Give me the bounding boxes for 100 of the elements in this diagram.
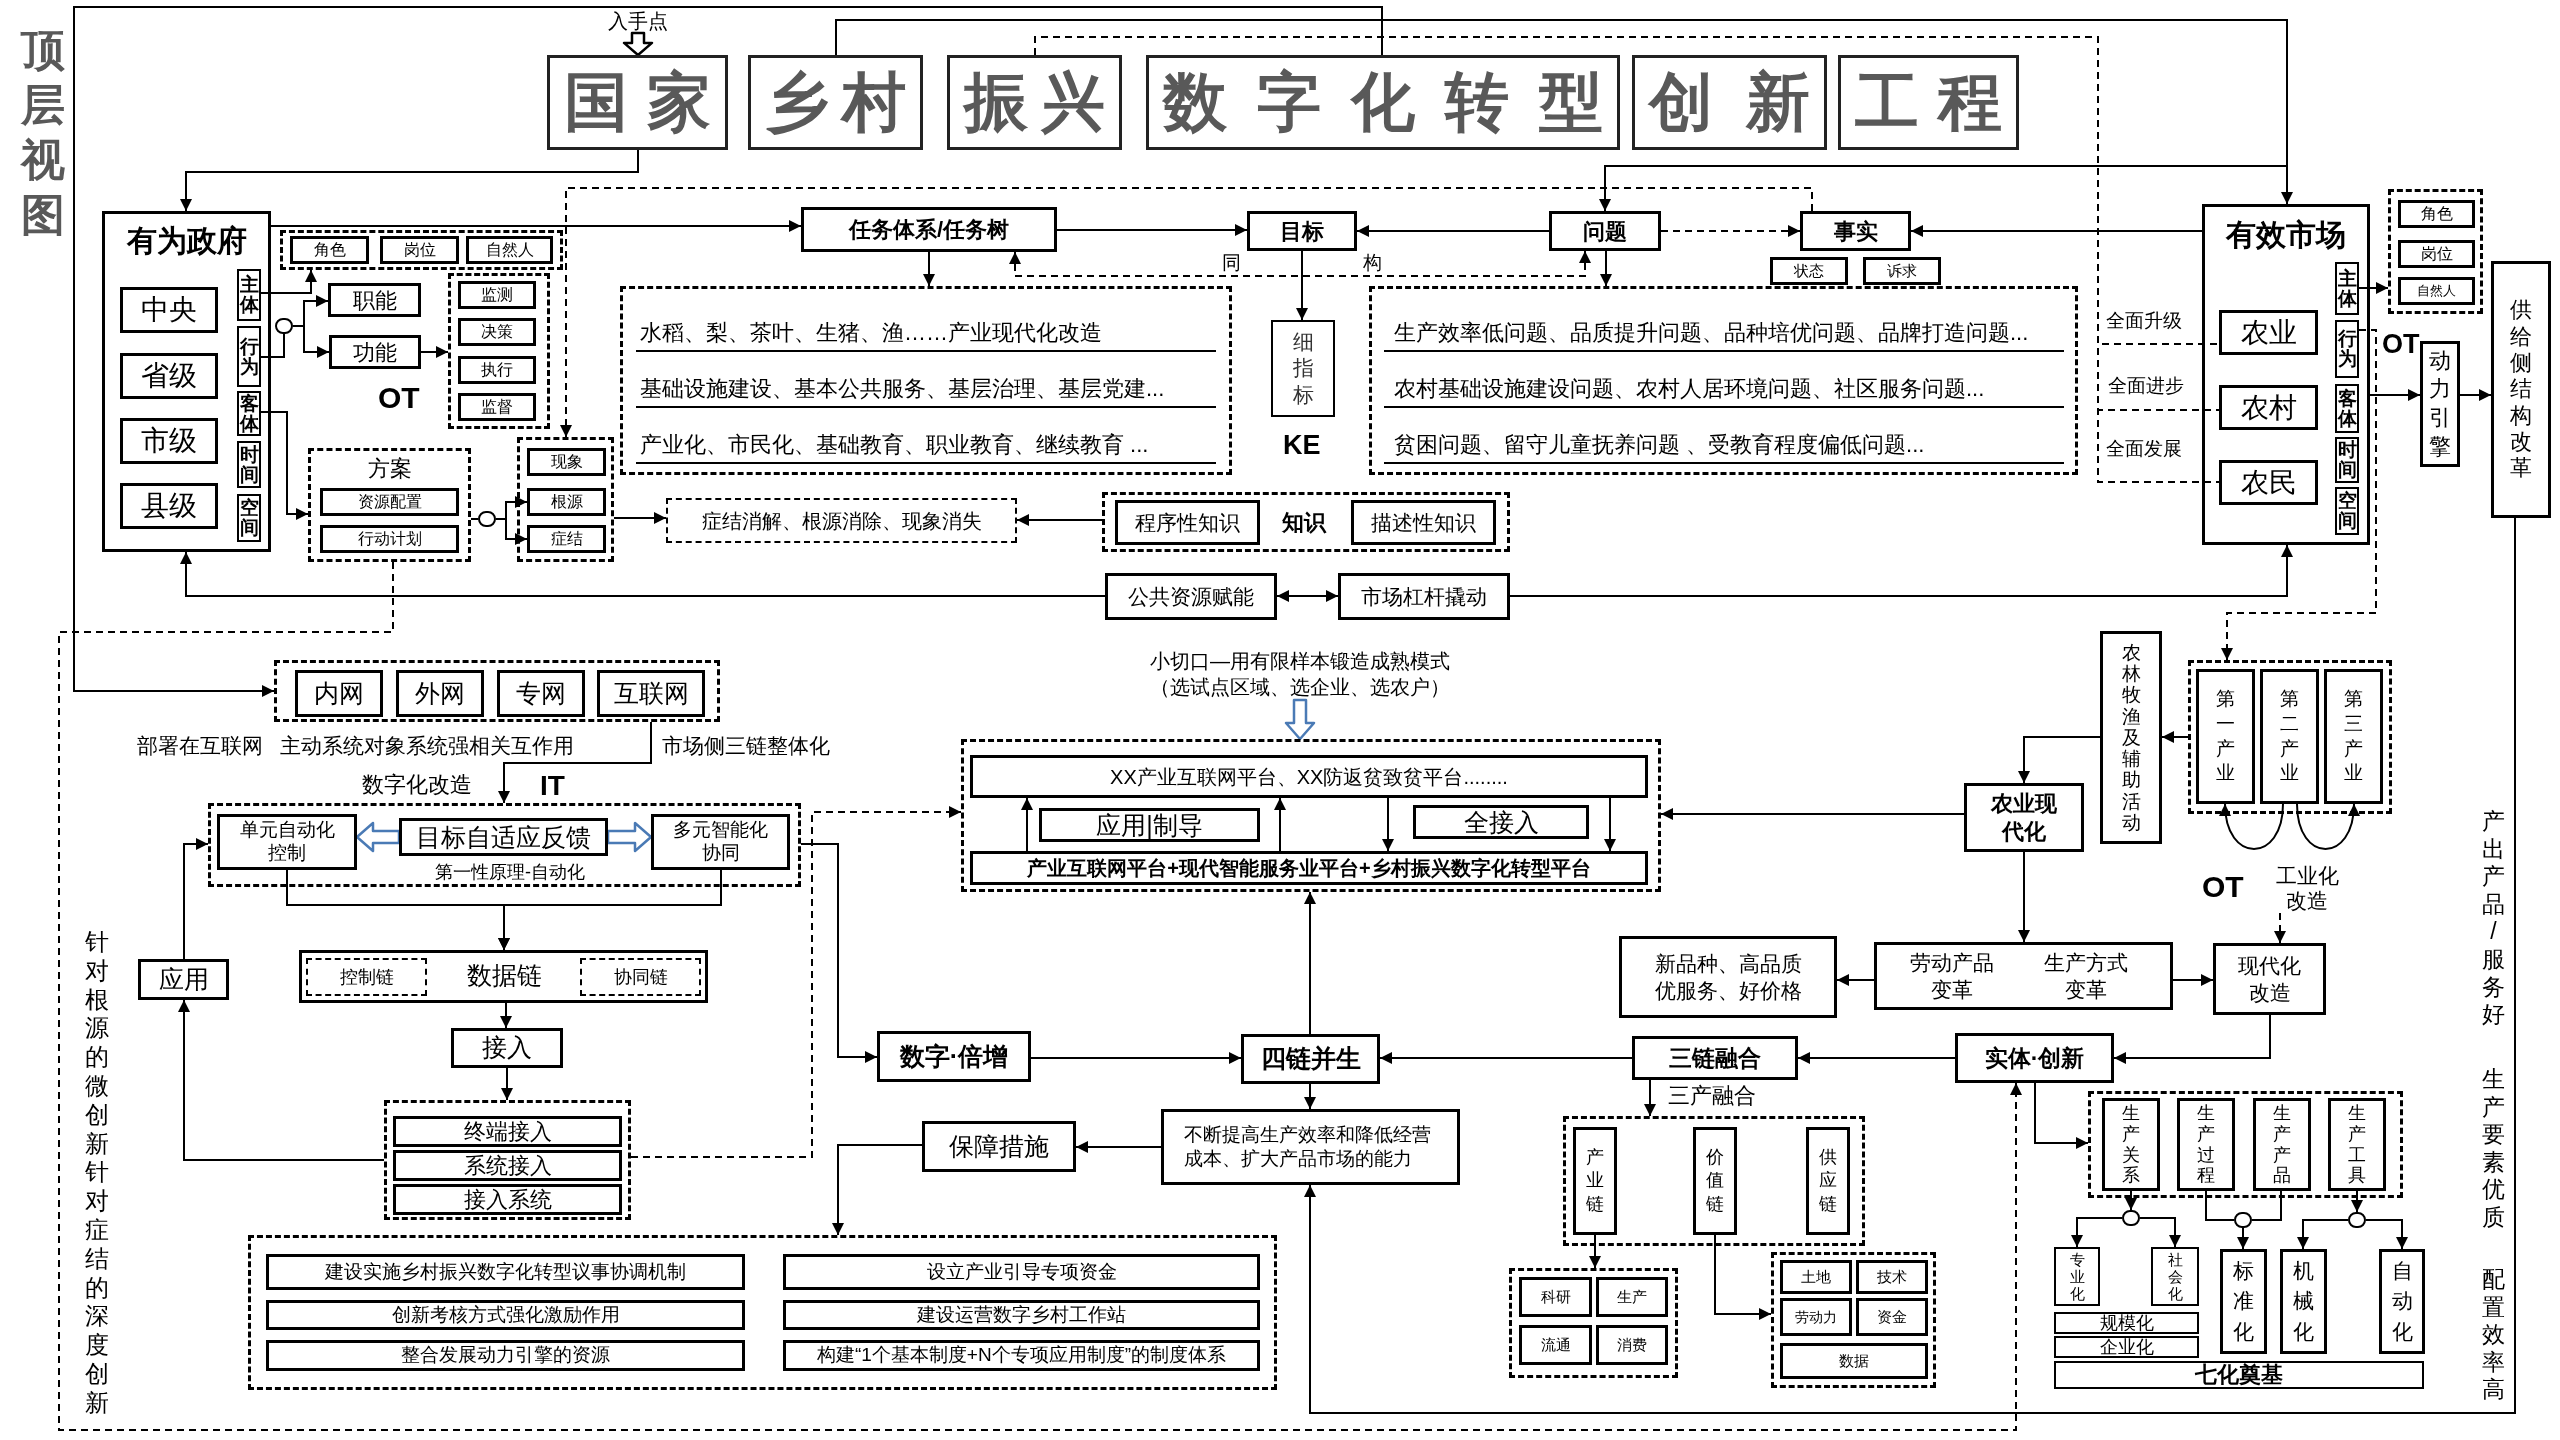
arrow [2365, 1219, 2408, 1250]
arrow [495, 518, 528, 545]
arrow [832, 1144, 923, 1236]
box-label: 生产方式变革 [2043, 949, 2129, 1003]
title-box: 乡村 [748, 55, 923, 150]
arrow [420, 346, 449, 358]
vertical-text: 机械化 [2293, 1257, 2314, 1345]
connector-line [260, 333, 285, 358]
arrow [1356, 225, 1550, 237]
vertical-text: 第三产业 [2344, 687, 2363, 786]
vertical-text: 动力引擎 [2429, 346, 2451, 461]
process-box: 自然人 [466, 236, 553, 264]
process-box: 现象 [527, 448, 606, 476]
process-box: 企业化 [2054, 1336, 2199, 1358]
title-box: 国家 [547, 55, 728, 150]
diagram-title: 顶层视图 [21, 24, 65, 241]
annotation-label: OT [378, 383, 420, 413]
arrow [183, 838, 209, 960]
vertical-text: 主体 [239, 275, 259, 315]
process-box: 流通 [1519, 1325, 1592, 1365]
process-box: 监测 [458, 281, 536, 309]
arrow [1379, 1052, 1633, 1064]
vertical-text: 行为 [2337, 329, 2357, 369]
arrow [1075, 1141, 1162, 1153]
process-box: 任务体系/任务树 [801, 207, 1057, 252]
vertical-text: 专业化 [2069, 1250, 2085, 1303]
process-box: 劳动力 [1780, 1298, 1852, 1336]
process-box: 整合发展动力引擎的资源 [266, 1340, 745, 1371]
process-box: 根源 [527, 488, 606, 516]
process-box: 中央 [120, 287, 218, 333]
process-box: 自然人 [2398, 277, 2475, 305]
vertical-text: 空间 [239, 498, 259, 538]
process-box: 设立产业引导专项资金 [783, 1254, 1260, 1290]
vertical-text-box [2335, 320, 2359, 378]
process-box: 问题 [1549, 211, 1661, 251]
process-box: 消费 [1596, 1325, 1668, 1365]
vertical-text-box [1693, 1127, 1737, 1235]
arrow [2369, 389, 2421, 401]
dashed-box: 症结消解、根源消除、现象消失 [666, 498, 1017, 543]
arrow [260, 411, 309, 520]
dashed-group-frame [2188, 660, 2392, 814]
arrow [500, 1002, 512, 1029]
vertical-text-box [2196, 669, 2255, 804]
process-box: 终端接入 [393, 1116, 622, 1147]
edge-label: 全面发展 [2106, 437, 2182, 460]
arrow [1660, 808, 1965, 820]
arrow [1836, 974, 1875, 986]
dashed-group-frame [308, 448, 471, 562]
list-item-text: 产业化、市民化、基础教育、职业教育、继续教育 ... [636, 428, 1216, 464]
process-box: 互联网 [597, 670, 705, 717]
vertical-text: 客体 [239, 393, 259, 434]
vertical-text-box [2102, 1098, 2160, 1191]
vertical-annotation: 配置效率高 [2482, 1266, 2505, 1404]
process-box: 资源配置 [320, 488, 459, 516]
process-box: 保障措施 [922, 1121, 1076, 1172]
process-box: 功能 [329, 335, 421, 369]
arrow [2125, 1190, 2137, 1211]
vertical-text-box [2177, 1098, 2235, 1191]
arrow [1382, 797, 1394, 852]
dashed-arrow [58, 561, 2022, 1431]
connector-line [470, 518, 479, 520]
dashed-group-frame [517, 437, 614, 562]
vertical-text: 第二产业 [2280, 687, 2299, 786]
vertical-text: 时间 [239, 444, 259, 485]
arrow [270, 220, 802, 232]
arrow [2351, 1190, 2363, 1213]
arrow [498, 869, 722, 951]
arrow [1589, 1234, 1601, 1269]
vertical-text: 生产过程 [2197, 1103, 2215, 1186]
vertical-text-box [1573, 1127, 1617, 1235]
list-item-text: 基础设施建设、基本公共服务、基层治理、基层党建... [636, 372, 1216, 408]
vertical-text: 行为 [239, 336, 259, 377]
process-box: 岗位 [2398, 240, 2475, 268]
process-box: 数字·倍增 [877, 1031, 1031, 1082]
dashed-group-frame [208, 803, 801, 887]
curved-arrow [2296, 803, 2359, 850]
arrow [1509, 544, 2293, 597]
process-box: 农村 [2219, 385, 2318, 430]
process-box: 外网 [396, 670, 484, 717]
process-box: 建设实施乡村振兴数字化转型议事协调机制 [266, 1254, 745, 1290]
process-box: 土地 [1780, 1260, 1852, 1294]
vertical-text: 产业链 [1586, 1145, 1604, 1216]
group-caption: 第一性原理-自动化 [434, 860, 586, 883]
annotation-label: 同 [1222, 253, 1241, 272]
vertical-text: 社会化 [2167, 1250, 2183, 1303]
annotation-text: 小切口—用有限样本锻造成熟模式（选试点区域、选企业、选农户） [1140, 648, 1460, 700]
process-box: 创新考核方式强化激励作用 [266, 1300, 745, 1330]
process-box: 接入 [451, 1028, 563, 1068]
vertical-annotation: 生产要素优质 [2482, 1066, 2505, 1232]
panel-heading: 有效市场 [2224, 216, 2347, 253]
process-box: 应用 [138, 959, 229, 1000]
vertical-text: 农林牧渔及辅助活动 [2121, 641, 2141, 834]
arrow [2237, 1227, 2249, 1250]
vertical-text: 标准化 [2233, 1257, 2254, 1345]
connector-line [2251, 1190, 2282, 1221]
vertical-text-box [2379, 1249, 2425, 1354]
arrow [260, 269, 317, 294]
annotation-label: OT [2382, 331, 2420, 358]
arrow [2113, 1014, 2271, 1064]
process-box: 全接入 [1413, 805, 1589, 839]
